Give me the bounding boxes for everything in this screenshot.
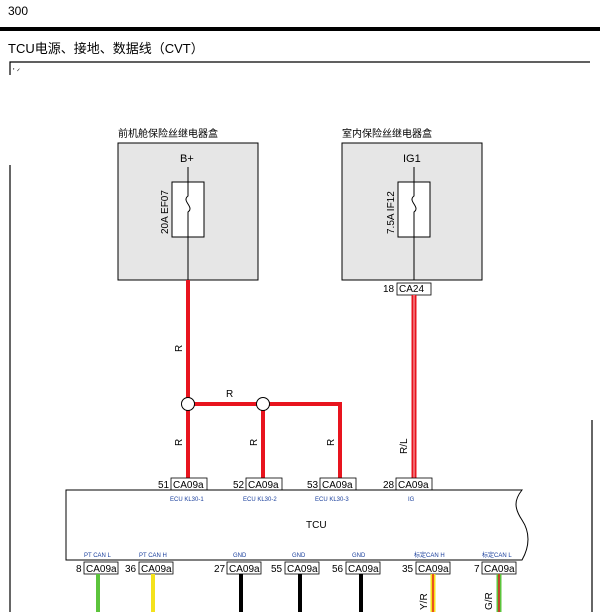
wire-r-branch-2 bbox=[263, 402, 342, 478]
front-supply-label: B+ bbox=[180, 153, 194, 165]
corner-tick: ' ᐟ bbox=[13, 67, 20, 76]
inner-box-title: 室内保险丝继电器盒 bbox=[342, 127, 432, 140]
inner-supply-label: IG1 bbox=[403, 153, 421, 165]
tcu-pin-number-36: 36 bbox=[125, 564, 137, 575]
tcu-pin-number-52: 52 bbox=[233, 480, 245, 491]
wire-label-r-branch: R bbox=[226, 389, 233, 400]
tcu-pin-number-8: 8 bbox=[76, 564, 82, 575]
page-title: TCU电源、接地、数据线（CVT） bbox=[8, 41, 204, 56]
tcu-connector-id-51: CA09a bbox=[173, 480, 204, 491]
inner-connector-pin: 18 bbox=[383, 284, 395, 295]
front-fuse-rating: 20A EF07 bbox=[160, 190, 171, 234]
wire-label-r-left: R bbox=[174, 439, 185, 446]
tcu-pin-number-28: 28 bbox=[383, 480, 395, 491]
inner-fuse-rating: 7.5A IF12 bbox=[386, 191, 397, 234]
tcu-signal-cal-can-h: 标定CAN H bbox=[414, 551, 445, 559]
tcu-signal-kl30-3: ECU KL30-3 bbox=[315, 497, 349, 503]
tcu-signal-gnd-55: GND bbox=[292, 553, 306, 559]
tcu-signal-gnd-27: GND bbox=[233, 553, 247, 559]
tcu-connector-id-28: CA09a bbox=[398, 480, 429, 491]
tcu-signal-kl30-2: ECU KL30-2 bbox=[243, 497, 277, 503]
tcu-pin-number-51: 51 bbox=[158, 480, 170, 491]
wire-label-r-mid: R bbox=[249, 439, 260, 446]
tcu-connector-id-56: CA09a bbox=[348, 564, 379, 575]
tcu-pin-number-56: 56 bbox=[332, 564, 344, 575]
tcu-connector-8 bbox=[83, 561, 119, 575]
tcu-connector-id-27: CA09a bbox=[229, 564, 260, 575]
tcu-label: TCU bbox=[306, 520, 327, 531]
frame-top-left bbox=[9, 61, 590, 75]
tcu-connector-id-35: CA09a bbox=[418, 564, 449, 575]
tcu-connector-id-36: CA09a bbox=[141, 564, 172, 575]
header-rule bbox=[0, 27, 600, 31]
tcu-pin-number-35: 35 bbox=[402, 564, 414, 575]
tcu-pin-number-7: 7 bbox=[474, 564, 480, 575]
tcu-signal-gnd-56: GND bbox=[352, 553, 366, 559]
wire-label-r-right: R bbox=[326, 439, 337, 446]
inner-connector-id: CA24 bbox=[399, 284, 424, 295]
inner-fuse-icon bbox=[411, 182, 417, 237]
tcu-pin-number-53: 53 bbox=[307, 480, 319, 491]
tcu-signal-pt-can-l: PT CAN L bbox=[84, 553, 112, 559]
tcu-pin-number-27: 27 bbox=[214, 564, 226, 575]
tcu-signal-kl30-1: ECU KL30-1 bbox=[170, 497, 204, 503]
tcu-connector-id-53: CA09a bbox=[322, 480, 353, 491]
tcu-connector-id-7: CA09a bbox=[484, 564, 515, 575]
wire-label-gr: G/R bbox=[484, 592, 495, 610]
tcu-connector-id-55: CA09a bbox=[287, 564, 318, 575]
tcu-connector-27 bbox=[226, 561, 262, 575]
splice-node-1 bbox=[181, 397, 195, 411]
tcu-connector-id-52: CA09a bbox=[248, 480, 279, 491]
splice-node-2 bbox=[256, 397, 270, 411]
wire-label-yr: Y/R bbox=[419, 593, 430, 610]
wire-label-r-main: R bbox=[174, 345, 185, 352]
tcu-module bbox=[65, 489, 529, 561]
page-number: 300 bbox=[8, 4, 29, 18]
tcu-connector-36 bbox=[138, 561, 174, 575]
tcu-signal-ig: IG bbox=[408, 497, 415, 503]
front-fuse-icon bbox=[185, 182, 191, 237]
tcu-signal-cal-can-l: 标定CAN L bbox=[482, 551, 512, 559]
tcu-signal-pt-can-h: PT CAN H bbox=[139, 553, 167, 559]
front-box-title: 前机舱保险丝继电器盒 bbox=[118, 127, 218, 140]
wire-label-rl: R/L bbox=[399, 438, 410, 454]
tcu-connector-id-8: CA09a bbox=[86, 564, 117, 575]
tcu-pin-number-55: 55 bbox=[271, 564, 283, 575]
